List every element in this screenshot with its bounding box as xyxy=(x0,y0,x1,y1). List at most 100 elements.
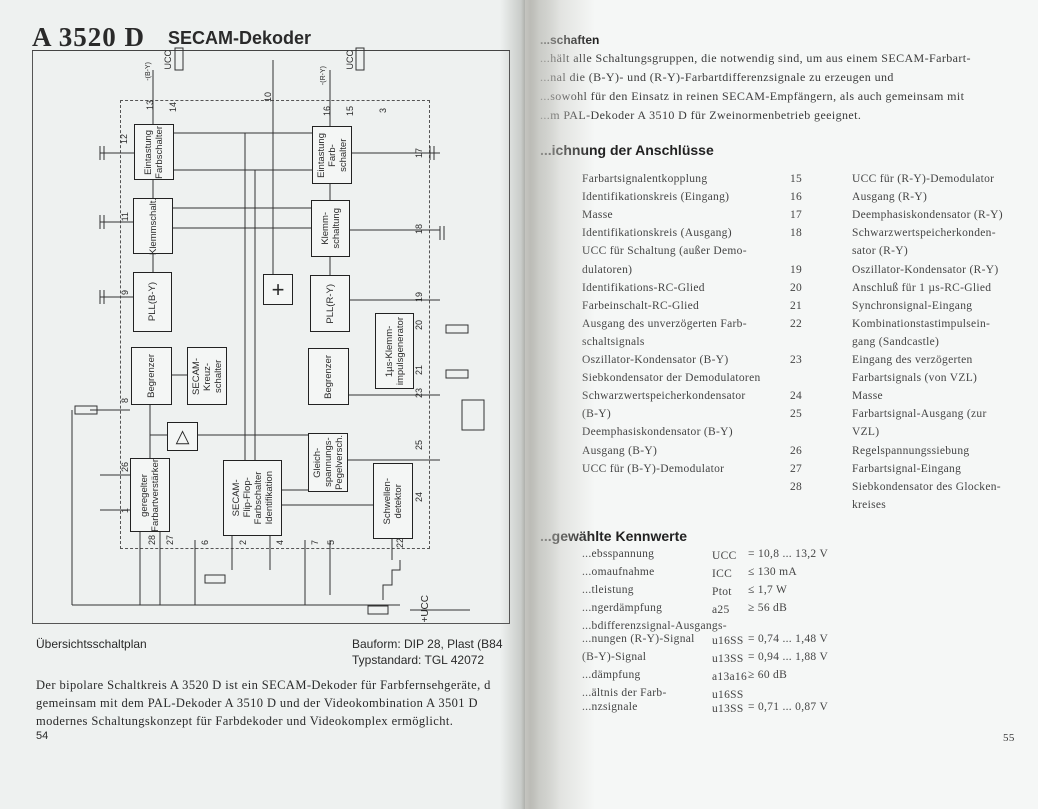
block-label: Gleich- spannungs- Pegelversch. xyxy=(311,435,345,490)
pin-number: 14 xyxy=(168,102,178,113)
pin-number: 17 xyxy=(790,209,803,222)
pin-number: 25 xyxy=(414,440,424,451)
block-label: Begrenzer xyxy=(323,354,334,399)
parameter-value: = 0,94 ... 1,88 V xyxy=(748,651,829,663)
text-line: ...hält alle Schaltungsgruppen, die notw… xyxy=(540,51,971,65)
pin-number: 8 xyxy=(120,398,130,404)
pin-description: Oszillator-Kondensator (R-Y) xyxy=(852,263,999,276)
parameter-symbol: Ptot xyxy=(712,586,732,598)
block-klemmschaltung-ry: Klemm- schaltung xyxy=(311,200,350,257)
block-label: SECAM- Kreuz- schalter xyxy=(190,357,224,395)
pin-number: 18 xyxy=(414,224,424,235)
pin-number: 13 xyxy=(145,100,155,111)
block-label: Schwellen- detektor xyxy=(382,477,404,525)
page-number-left: 54 xyxy=(36,730,49,742)
bauform: Bauform: DIP 28, Plast (B84 xyxy=(352,637,503,651)
pin-number: 12 xyxy=(119,134,129,145)
pin-description: Eingang des verzögerten xyxy=(852,354,973,366)
block-adder: + xyxy=(263,274,293,305)
text-line: ...sowohl für den Einsatz in reinen SECA… xyxy=(540,89,965,103)
pin-description: schaltsignals xyxy=(582,335,645,348)
pin-description: UCC für (B-Y)-Demodulator xyxy=(582,462,725,475)
pin-number: 1 xyxy=(120,508,130,514)
parameter-symbol: ICC xyxy=(712,568,733,580)
label-ucc-by: UCC xyxy=(163,50,173,70)
parameter-value: = 0,74 ... 1,48 V xyxy=(748,633,829,645)
pin-description: Kombinationstastimpulsein- xyxy=(852,317,991,330)
block-pegelverschiebung: Gleich- spannungs- Pegelversch. xyxy=(308,433,348,492)
pin-description: Ausgang (B-Y) xyxy=(582,444,658,457)
pin-description: Masse xyxy=(852,390,883,403)
parameter-name: ...nungen (R-Y)-Signal xyxy=(582,633,695,645)
parameter-name: (B-Y)-Signal xyxy=(582,651,647,663)
parameter-value: = 10,8 ... 13,2 V xyxy=(748,548,829,560)
text-line: ...nal die (B-Y)- und (R-Y)-Farbartdiffe… xyxy=(540,70,894,84)
pin-number: 16 xyxy=(790,191,803,204)
parameter-value: ≥ 56 dB xyxy=(748,602,788,614)
page-number-right: 55 xyxy=(1003,732,1015,744)
plus-icon: + xyxy=(271,277,285,302)
pin-number: 18 xyxy=(790,227,803,240)
parameter-value: = 0,71 ... 0,87 V xyxy=(748,701,829,713)
block-label: Eintastung Farb- schalter xyxy=(315,132,349,178)
pin-description: Identifikations-RC-Glied xyxy=(582,281,705,294)
pin-description: Farbartsignalentkopplung xyxy=(582,173,708,185)
pin-number: 15 xyxy=(345,106,355,117)
parameter-name: ...dämpfung xyxy=(582,669,641,681)
block-label: Klemm- schaltung xyxy=(319,208,342,249)
parameter-value: ≤ 1,7 W xyxy=(748,584,788,596)
pin-description: Identifikationskreis (Ausgang) xyxy=(582,227,732,240)
pin-number: 20 xyxy=(790,281,803,294)
pin-description: Deemphasiskondensator (B-Y) xyxy=(582,426,733,439)
text-line: ...m PAL-Dekoder A 3510 D für Zweinormen… xyxy=(540,108,862,122)
section-eigenschaften-heading: ...schaften xyxy=(540,33,600,47)
pin-number: 24 xyxy=(414,492,424,503)
pin-description: Siebkondensator der Demodulatoren xyxy=(582,372,761,385)
pin-number: 22 xyxy=(395,538,405,549)
pin-description: Synchronsignal-Eingang xyxy=(852,299,973,312)
block-eintastung-farbschalter-ry: Eintastung Farb- schalter xyxy=(312,126,352,184)
block-farbartverstaerker: geregelter Farbartverstärker xyxy=(130,458,170,532)
parameter-symbol: a13a16 xyxy=(712,671,748,683)
parameter-name: ...tleistung xyxy=(582,584,634,596)
pin-number: 5 xyxy=(326,540,336,546)
pin-description: Anschluß für 1 µs-RC-Glied xyxy=(852,281,992,294)
pin-description: Schwarzwertspeicherkondensator xyxy=(582,390,746,403)
pin-number: 4 xyxy=(275,540,285,546)
parameter-symbol: u16SS xyxy=(712,689,744,701)
section-kennwerte-heading: ...gewählte Kennwerte xyxy=(540,528,688,544)
pin-number: 23 xyxy=(414,388,424,399)
block-pll-by: PLL(B-Y) xyxy=(133,272,172,332)
pin-description: sator (R-Y) xyxy=(852,245,908,258)
pin-description: dulatoren) xyxy=(582,263,633,276)
diagram-frame xyxy=(32,50,510,624)
left-page xyxy=(0,0,525,809)
pin-number: 23 xyxy=(790,354,803,366)
typstandard: Typstandard: TGL 42072 xyxy=(352,653,485,667)
pin-number: 28 xyxy=(147,535,157,546)
pin-description: kreises xyxy=(852,498,887,511)
label-out-by: -(B-Y) xyxy=(145,62,152,81)
block-begrenzer-right: Begrenzer xyxy=(308,348,349,405)
parameter-name: ...bdifferenzsignal-Ausgangs- xyxy=(582,620,727,632)
title-rule xyxy=(32,50,510,51)
pin-number: 28 xyxy=(790,480,803,493)
pin-description: Ausgang des unverzögerten Farb- xyxy=(582,317,747,330)
diagram-caption: Übersichtsschaltplan xyxy=(36,637,147,651)
pin-description: Deemphasiskondensator (R-Y) xyxy=(852,209,1003,222)
block-klemmimpulsgenerator: 1µs-Klemm- impulsgenerator xyxy=(375,313,414,389)
block-secam-kreuzschalter: SECAM- Kreuz- schalter xyxy=(187,347,227,405)
block-label: PLL(B-Y) xyxy=(147,282,158,322)
pin-number: 15 xyxy=(790,173,803,185)
label-ucc-supply: +UCC xyxy=(420,595,431,623)
parameter-symbol: a25 xyxy=(712,604,730,616)
triangle-icon: △ xyxy=(175,426,190,446)
paragraph-line: Der bipolare Schaltkreis A 3520 D ist ei… xyxy=(36,678,491,692)
parameter-symbol: UCC xyxy=(712,550,737,562)
pin-number: 16 xyxy=(322,106,332,117)
block-eintastung-farbschalter-by: Eintastung Farbschalter xyxy=(134,124,174,180)
parameter-value: ≤ 130 mA xyxy=(748,566,797,578)
label-ucc-ry: UCC xyxy=(345,50,355,70)
block-label: PLL(R-Y) xyxy=(324,283,336,324)
block-label: SECAM- Flip-Flop- Farbschalter Identifik… xyxy=(230,471,275,525)
